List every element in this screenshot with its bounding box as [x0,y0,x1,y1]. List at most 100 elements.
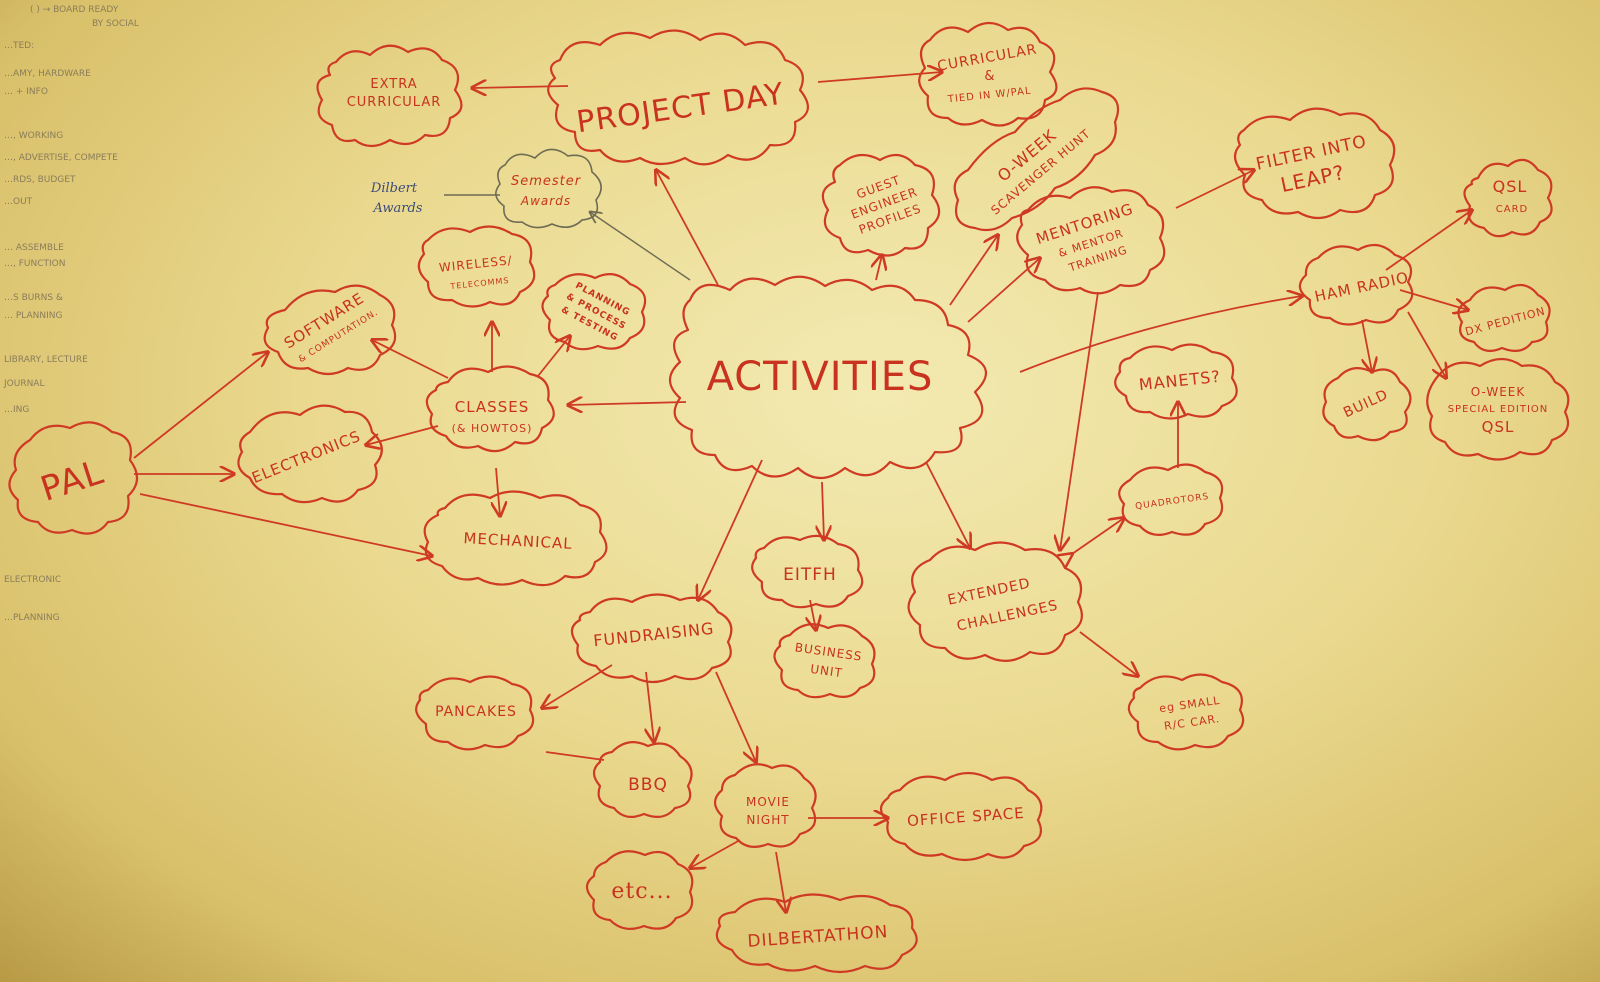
edge-pancakes-bbq [545,751,605,761]
faint-note: …, FUNCTION [4,259,65,269]
node-manets: MANETS? [1114,343,1238,420]
node-label: Awards [520,194,571,208]
edge-classes-electronics [366,425,439,445]
node-software: SOFTWARE & COMPUTATION. [263,284,397,376]
node-label: FUNDRAISING [592,619,715,651]
node-business-unit: BUSINESS UNIT [773,623,876,699]
edge-mentoring-filter [1175,170,1254,209]
faint-note: ( ) → BOARD READY [30,5,119,15]
node-movie-night: MOVIE NIGHT [713,763,817,849]
node-label: ACTIVITIES [707,354,934,400]
node-label: EXTRA [370,77,417,92]
edge-fund-bbq [646,671,654,742]
faint-note: …OUT [4,197,33,207]
node-label: OFFICE SPACE [907,804,1026,830]
node-ham-radio: HAM RADIO [1298,243,1414,326]
faint-note: … ASSEMBLE [4,243,64,253]
faint-note: …, ADVERTISE, COMPETE [4,153,118,163]
edge-activities-guest [876,255,882,281]
faint-note: … PLANNING [4,311,63,321]
node-build: BUILD [1322,367,1412,442]
node-eitfh: EITFH [751,534,864,609]
edge-activities-ham [1019,296,1302,373]
node-label: Semester [511,174,582,189]
node-label: EXTENDED [946,575,1032,608]
node-label: HAM RADIO [1313,268,1411,306]
node-electronics: ELECTRONICS [237,404,383,504]
faint-note: …AMY, HARDWARE [4,69,91,79]
node-label: QSL [1493,177,1528,196]
node-oweek-qsl: O-WEEK SPECIAL EDITION QSL [1426,357,1570,461]
node-quadrotors: QUADROTORS [1118,463,1224,537]
edge-activities-awards [590,212,691,281]
edge-activities-classes [568,402,687,405]
edge-ham-oweekqsl [1407,311,1446,378]
node-label: PAL [36,452,109,510]
node-rc-car: eg SMALL R/C CAR. [1127,673,1245,751]
node-label: MANETS? [1138,367,1222,394]
node-wireless: WIRELESS/ TELECOMMS [417,225,536,308]
edge-fund-movie [715,671,756,762]
node-label: CLASSES [455,398,529,416]
node-label: Dilbert [370,181,418,196]
node-dilbertathon: DILBERTATHON [715,893,918,974]
faint-note: BY SOCIAL [92,19,139,29]
node-qsl-card: QSL CARD [1463,158,1553,238]
node-pancakes: PANCAKES [415,675,535,751]
edge-extended-rc [1079,631,1138,676]
node-label: TIED IN W/PAL [946,86,1032,106]
edge-projectday-extra [472,86,569,88]
edge-movie-etc [690,839,741,868]
node-label: CURRICULAR [347,95,442,110]
edge-movie-dilbertathon [775,851,786,912]
node-fundraising: FUNDRAISING [570,593,733,684]
node-project-day: PROJECT DAY [547,29,809,166]
faint-note: …TED: [4,41,34,51]
faint-note: …RDS, BUDGET [4,175,76,185]
node-label: UNIT [809,662,843,680]
node-label: PROJECT DAY [574,77,786,141]
node-label: WIRELESS/ [438,253,513,275]
node-label: etc... [611,879,672,904]
node-dxpedition: DX PEDITION [1457,283,1551,353]
node-label: SPECIAL EDITION [1448,404,1549,415]
node-activities: ACTIVITIES [668,275,987,480]
edge-extended-quad [1072,518,1124,554]
node-label: DILBERTATHON [747,922,889,952]
node-extra-curricular: EXTRA CURRICULAR [316,44,463,148]
faint-notes: ( ) → BOARD READY BY SOCIAL …TED: …AMY, … [3,5,139,623]
node-label: EITFH [783,565,837,585]
node-label: CARD [1496,204,1528,215]
faint-note: JOURNAL [3,379,44,389]
connections [133,72,1472,912]
node-planning: PLANNING & PROCESS & TESTING [541,273,647,351]
faint-note: …PLANNING [4,613,60,623]
node-label: MECHANICAL [463,529,573,553]
node-label: BBQ [628,775,668,795]
faint-note: …, WORKING [4,131,63,141]
faint-note: …S BURNS & [4,293,63,303]
node-label: ELECTRONICS [249,427,363,487]
node-label: TELECOMMS [449,276,510,291]
node-label: Awards [373,201,423,216]
node-label: BUSINESS [794,640,863,663]
node-label: QSL [1482,418,1515,436]
node-label: eg SMALL [1158,694,1221,715]
node-guest-engineer: GUEST ENGINEER PROFILES [821,153,941,257]
node-bbq: BBQ [592,741,693,819]
node-label: O-WEEK [1471,385,1526,399]
node-label: DX PEDITION [1464,304,1547,338]
faint-note: …ING [4,405,29,415]
edge-activities-oweek [949,235,998,306]
node-label: (& HOWTOS) [452,422,533,435]
node-label: PANCAKES [435,704,517,720]
edge-ham-build [1361,319,1372,372]
edge-activities-fundraising [698,459,763,600]
faint-note: LIBRARY, LECTURE [4,355,88,365]
node-label: MOVIE [746,795,790,809]
edge-pal-mechanical [139,493,432,556]
node-office-space: OFFICE SPACE [879,771,1043,862]
edge-mentoring-extended [1060,291,1099,550]
